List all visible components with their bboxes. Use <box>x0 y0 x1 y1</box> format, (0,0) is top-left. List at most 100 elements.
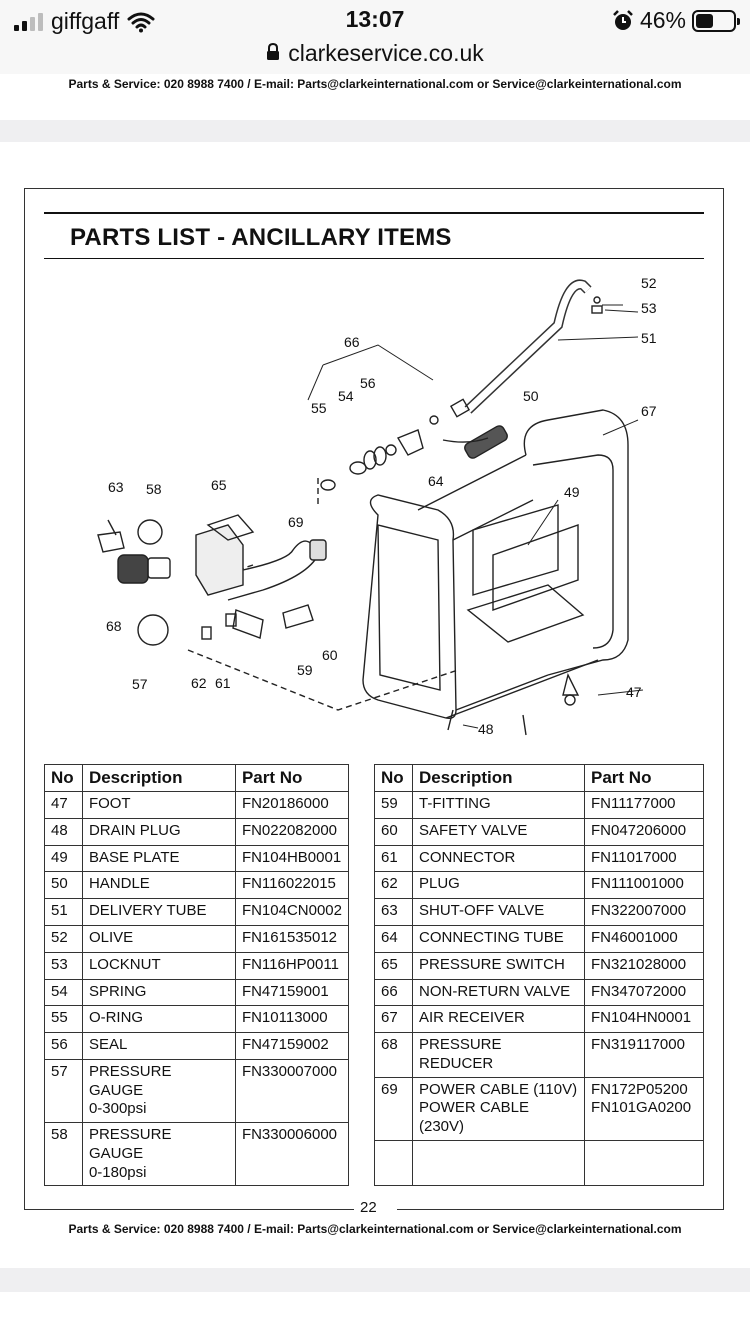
page-number: 22 <box>360 1199 377 1216</box>
description-cell: SEAL <box>81 1032 236 1060</box>
part-no-cell: 59 <box>374 791 413 819</box>
callout-62: 62 <box>191 675 207 691</box>
diagram-callouts: 52 53 51 66 56 54 55 50 67 64 63 58 65 4… <box>106 275 657 737</box>
title-rule-bottom <box>44 258 704 259</box>
description-cell: BASE PLATE <box>81 844 236 873</box>
description-cell: T-FITTING <box>412 791 585 819</box>
description-cell: DRAIN PLUG <box>81 817 236 846</box>
address-bar[interactable]: clarkeservice.co.uk <box>0 40 750 74</box>
column-header-part-no: Part No <box>234 764 350 792</box>
description-cell: PRESSURE REDUCER <box>412 1032 585 1078</box>
description-cell: POWER CABLE (110V)POWER CABLE (230V) <box>412 1076 585 1141</box>
part-number-cell: FN047206000 <box>584 817 704 846</box>
part-no-cell: 65 <box>374 951 413 980</box>
part-no-cell: 64 <box>374 924 413 953</box>
part-number-cell: FN111001000 <box>584 871 704 900</box>
description-cell: O-RING <box>81 1005 236 1034</box>
clock-time: 13:07 <box>345 6 405 32</box>
battery-icon <box>692 9 740 32</box>
alarm-icon <box>613 9 633 30</box>
lock-icon <box>267 43 280 60</box>
battery-level <box>696 13 713 28</box>
part-number-cell: FN022082000 <box>234 817 350 846</box>
description-cell: DELIVERY TUBE <box>81 898 236 926</box>
page-number-rule-left <box>24 1209 354 1210</box>
callout-64: 64 <box>428 473 444 489</box>
footer-contact-text: Parts & Service: 020 8988 7400 / E-mail:… <box>68 77 682 91</box>
callout-61: 61 <box>215 675 231 691</box>
description-cell: PRESSURE SWITCH <box>412 951 585 980</box>
callout-59: 59 <box>297 662 313 678</box>
column-header-description: Description <box>81 764 236 792</box>
callout-53: 53 <box>641 300 657 316</box>
part-no-cell: 60 <box>374 817 413 846</box>
part-no-cell: 56 <box>44 1032 83 1060</box>
part-no-cell: 61 <box>374 844 413 873</box>
part-no-cell: 58 <box>44 1122 83 1187</box>
cellular-signal-icon <box>14 12 43 31</box>
part-number-cell: FN347072000 <box>584 978 704 1007</box>
description-cell: HANDLE <box>81 871 236 900</box>
part-no-cell: 57 <box>44 1058 83 1124</box>
part-no-cell: 69 <box>374 1076 413 1141</box>
part-number-cell: FN47159002 <box>234 1032 350 1060</box>
part-number-cell: FN11177000 <box>584 791 704 819</box>
callout-49: 49 <box>564 484 580 500</box>
part-number-cell: FN104HN0001 <box>584 1005 704 1034</box>
part-no-cell: 47 <box>44 791 83 819</box>
part-no-cell: 51 <box>44 898 83 926</box>
part-no-cell: 68 <box>374 1032 413 1078</box>
part-number-cell: FN104CN0002 <box>234 898 350 926</box>
description-cell: FOOT <box>81 791 236 819</box>
callout-67: 67 <box>641 403 657 419</box>
callout-54: 54 <box>338 388 354 404</box>
description-cell: CONNECTOR <box>412 844 585 873</box>
callout-51: 51 <box>641 330 657 346</box>
part-number-cell: FN46001000 <box>584 924 704 953</box>
page-title: PARTS LIST - ANCILLARY ITEMS <box>70 224 452 251</box>
description-cell: OLIVE <box>81 924 236 953</box>
page-separator <box>0 1268 750 1292</box>
exploded-parts-diagram: 52 53 51 66 56 54 55 50 67 64 63 58 65 4… <box>97 275 657 737</box>
part-number-cell: FN116HP0011 <box>234 951 350 980</box>
previous-page-footer: Parts & Service: 020 8988 7400 / E-mail:… <box>0 75 750 101</box>
part-no-cell: 49 <box>44 844 83 873</box>
column-header-no: No <box>374 764 413 792</box>
description-cell: AIR RECEIVER <box>412 1005 585 1034</box>
page-footer: Parts & Service: 020 8988 7400 / E-mail:… <box>0 1222 750 1246</box>
wifi-icon <box>127 12 155 32</box>
part-number-cell: FN330006000 <box>234 1122 350 1187</box>
callout-69: 69 <box>288 514 304 530</box>
part-number-cell: FN104HB0001 <box>234 844 350 873</box>
part-no-cell: 48 <box>44 817 83 846</box>
page-number-rule-right <box>397 1209 724 1210</box>
callout-65: 65 <box>211 477 227 493</box>
part-no-cell: 53 <box>44 951 83 980</box>
callout-63: 63 <box>108 479 124 495</box>
part-no-cell: 62 <box>374 871 413 900</box>
callout-48: 48 <box>478 721 494 737</box>
title-rule-top <box>44 212 704 214</box>
callout-50: 50 <box>523 388 539 404</box>
callout-60: 60 <box>322 647 338 663</box>
part-number-cell: FN47159001 <box>234 978 350 1007</box>
part-number-cell: FN161535012 <box>234 924 350 953</box>
description-cell: SAFETY VALVE <box>412 817 585 846</box>
